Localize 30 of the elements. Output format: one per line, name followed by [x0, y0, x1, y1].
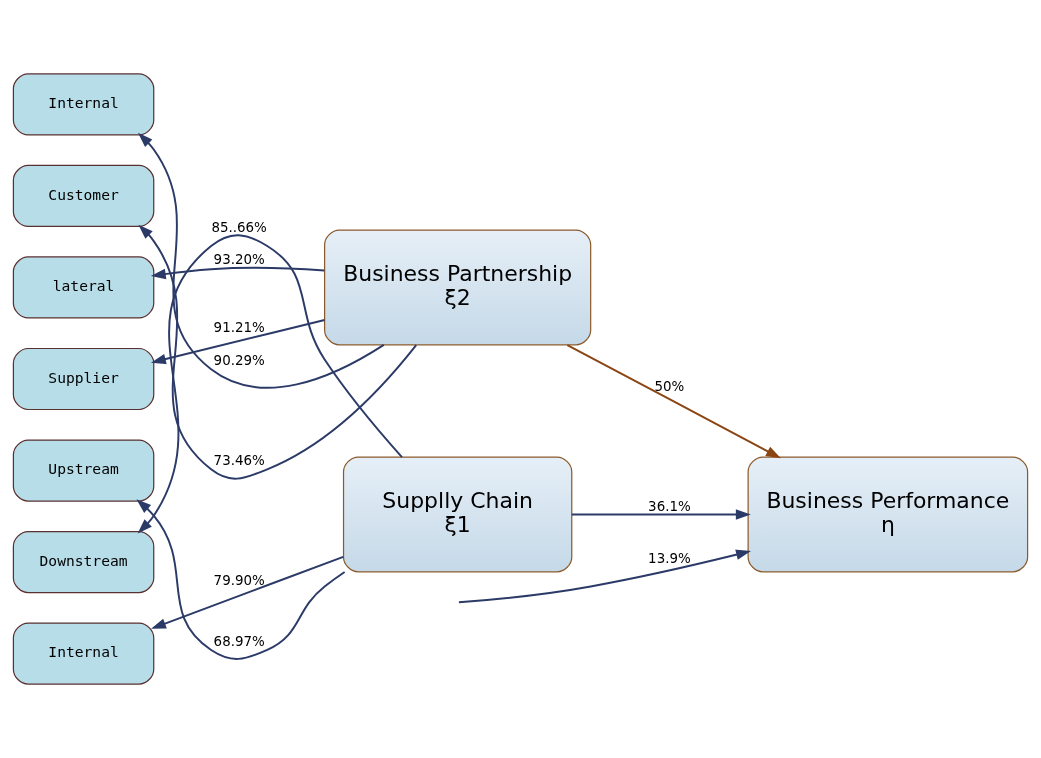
- arrow: [151, 555, 345, 629]
- edge-label: 68.97%: [213, 634, 265, 650]
- node-box: Business Partnership ξ2: [324, 229, 592, 346]
- arrow: [138, 132, 385, 389]
- node-box: Upstream: [12, 439, 155, 502]
- arrow: [137, 234, 403, 534]
- node-box: lateral: [12, 256, 155, 319]
- edge-label: 73.46%: [213, 453, 265, 469]
- arrow: [457, 549, 751, 604]
- node-box: Supplly Chain ξ1: [342, 456, 573, 573]
- arrow: [150, 266, 326, 280]
- node-box: Internal: [12, 73, 155, 136]
- edge-label: 90.29%: [213, 353, 265, 369]
- edge-label: 79.90%: [213, 573, 265, 589]
- arrow: [136, 499, 346, 660]
- edge-label: 13.9%: [648, 551, 691, 567]
- arrow: [570, 509, 751, 520]
- edge-label: 36.1%: [648, 498, 691, 514]
- arrow: [150, 318, 326, 365]
- node-box: Business Performance η: [747, 456, 1029, 573]
- arrow: [138, 224, 418, 480]
- node-box: Customer: [12, 164, 155, 228]
- edge-label: 91.21%: [213, 320, 265, 336]
- arrow: [566, 344, 781, 459]
- node-box: Downstream: [12, 530, 155, 594]
- node-box: Supplier: [12, 347, 155, 411]
- edge-label: 85..66%: [211, 220, 267, 236]
- node-box: Internal: [12, 622, 155, 685]
- edge-label: 50%: [654, 378, 685, 394]
- edge-label: 93.20%: [213, 252, 265, 268]
